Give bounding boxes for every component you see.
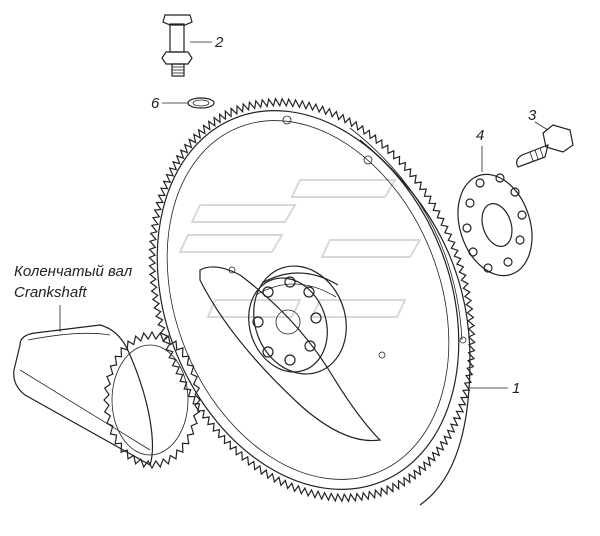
- flywheel: [148, 97, 476, 506]
- flywheel-ring-gear: [148, 97, 476, 503]
- crankshaft: [13, 324, 201, 470]
- callout-6: 6: [151, 95, 160, 112]
- crankshaft-label-en: Crankshaft: [14, 284, 87, 301]
- leader-lines: [59, 41, 549, 389]
- crankshaft-web: [13, 324, 154, 466]
- crankshaft-label-ru: Коленчатый вал: [14, 263, 133, 280]
- part-4-plate: [457, 173, 533, 277]
- flywheel-face-recess: [199, 266, 382, 442]
- part-6-washer: [187, 97, 215, 109]
- callout-1: 1: [512, 380, 520, 397]
- callout-4: 4: [476, 127, 484, 144]
- callout-2: 2: [214, 34, 224, 51]
- part-3-bolt: [516, 124, 574, 168]
- part-2-fitting: [161, 14, 193, 77]
- flywheel-rim-inner: [166, 120, 450, 480]
- crankshaft-gear: [103, 330, 201, 470]
- flywheel-rim-outer: [156, 110, 460, 490]
- watermark-logo: [178, 179, 422, 318]
- callout-3: 3: [528, 107, 537, 124]
- flywheel-hub: [248, 265, 347, 375]
- flywheel-rim-side: [359, 139, 471, 506]
